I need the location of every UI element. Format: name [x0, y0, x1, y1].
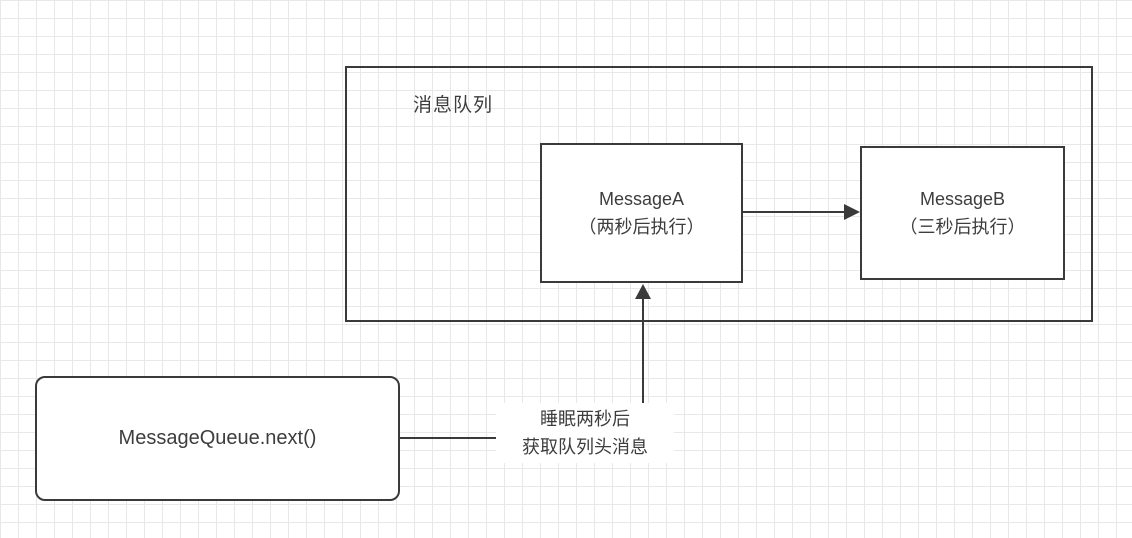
message-queue-title: 消息队列: [413, 95, 494, 116]
message-a-subtitle: （两秒后执行）: [578, 217, 705, 237]
message-b-title: MessageB: [919, 189, 1006, 209]
message-a-node: MessageA （两秒后执行）: [540, 143, 743, 283]
message-b-node: MessageB （三秒后执行）: [860, 146, 1065, 280]
message-a-title: MessageA: [598, 189, 685, 209]
connector-label-line1: 睡眠两秒后: [540, 409, 630, 429]
message-queue-next-label: MessageQueue.next(): [118, 427, 317, 449]
connector-label: 睡眠两秒后 获取队列头消息: [496, 403, 674, 463]
message-b-subtitle: （三秒后执行）: [899, 217, 1026, 237]
message-queue-container: 消息队列: [345, 66, 1093, 322]
connector-label-line2: 获取队列头消息: [522, 437, 648, 457]
message-queue-next-node: MessageQueue.next(): [35, 376, 400, 501]
